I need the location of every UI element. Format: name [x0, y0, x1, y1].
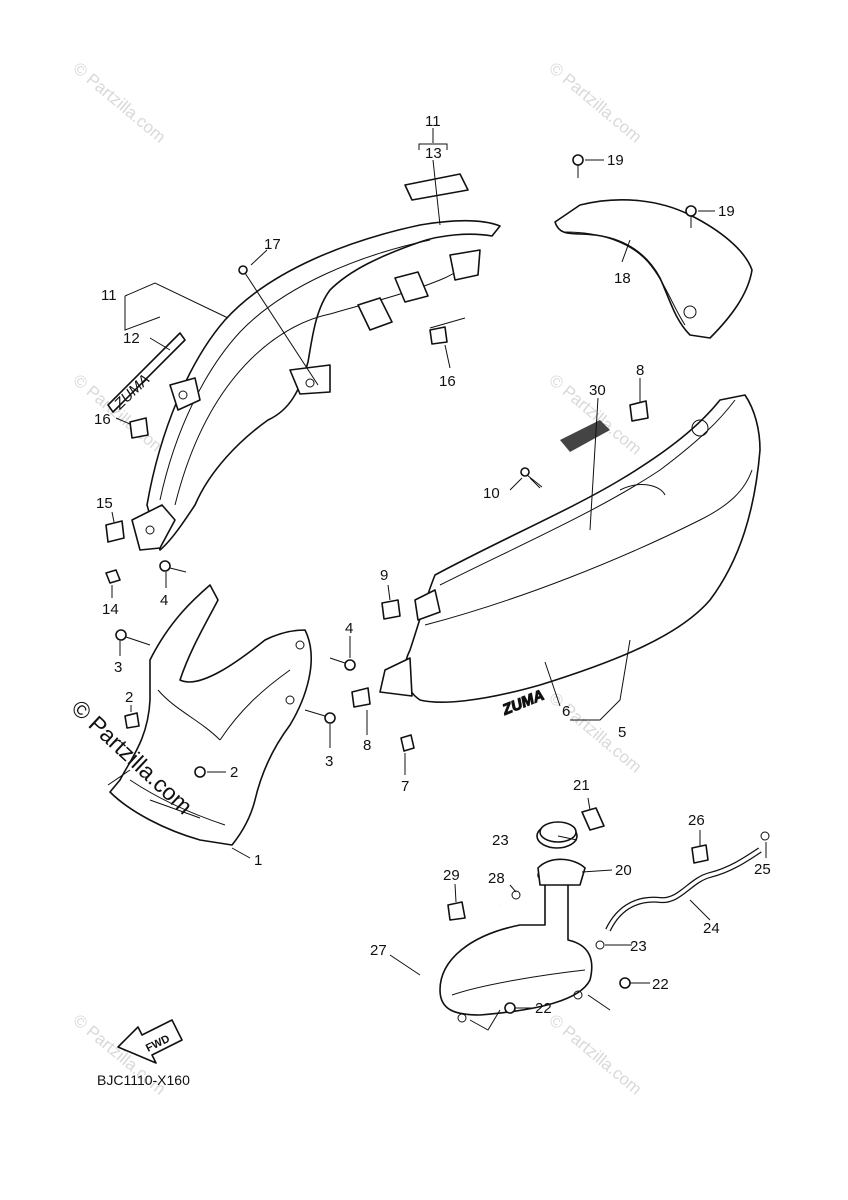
- watermark-top-left: © Partzilla.com: [69, 59, 169, 147]
- callout-25: 25: [754, 861, 771, 878]
- callout-30: 30: [589, 382, 606, 399]
- callout-numbers: 11 13 19 19 17 18 11 12 16 30 8 16 10 15…: [94, 113, 771, 1017]
- callout-29: 29: [443, 867, 460, 884]
- diagram-code: BJC1110-X160: [97, 1072, 190, 1088]
- callout-24: 24: [703, 920, 720, 937]
- callout-11-top: 11: [425, 113, 441, 130]
- callout-3-right: 3: [325, 753, 333, 770]
- callout-3-left: 3: [114, 659, 122, 676]
- part-tank: [439, 823, 593, 1023]
- callout-4-right: 4: [345, 620, 353, 637]
- watermark-low-right: © Partzilla.com: [545, 689, 645, 777]
- callout-20: 20: [615, 862, 632, 879]
- part-12-decal: ZUMA: [107, 332, 186, 414]
- callout-5: 5: [618, 724, 626, 741]
- callout-6: 6: [562, 703, 570, 720]
- callout-13: 13: [425, 145, 442, 162]
- callout-16-right: 16: [439, 373, 456, 390]
- callout-19-right: 19: [718, 203, 735, 220]
- watermark-bottom-right: © Partzilla.com: [545, 1011, 645, 1099]
- callout-19-top: 19: [607, 152, 624, 169]
- decal-left-zuma: ZUMA: [110, 371, 153, 413]
- callout-4-left: 4: [160, 592, 168, 609]
- part-24-hose: [605, 847, 762, 932]
- callout-17: 17: [264, 236, 281, 253]
- hardware-layer: [105, 154, 770, 1014]
- callout-23-top: 23: [492, 832, 509, 849]
- callout-22-lower: 22: [535, 1000, 552, 1017]
- callout-11-left: 11: [101, 287, 117, 304]
- callout-23-lower: 23: [630, 938, 647, 955]
- callout-21: 21: [573, 777, 590, 794]
- callout-12: 12: [123, 330, 140, 347]
- callout-28: 28: [488, 870, 505, 887]
- callout-2-right: 2: [230, 764, 238, 781]
- callout-9: 9: [380, 567, 388, 584]
- callout-22-right: 22: [652, 976, 669, 993]
- leader-lines: [107, 128, 767, 1031]
- callout-2-left: 2: [125, 689, 133, 706]
- part-11-side-cover-left: [131, 219, 501, 551]
- callout-16-left: 16: [94, 411, 111, 428]
- callout-1: 1: [254, 852, 262, 869]
- part-1-lower-cover: [109, 584, 312, 846]
- callout-8-top: 8: [636, 362, 644, 379]
- callout-7: 7: [401, 778, 409, 795]
- part-6-side-cover-right: ZUMA: [379, 394, 761, 720]
- part-27-hose: [339, 903, 502, 1032]
- part-13-sticker: [404, 173, 469, 201]
- callout-14: 14: [102, 601, 119, 618]
- watermark-mid-left: © Partzilla.com: [69, 371, 169, 459]
- callout-26: 26: [688, 812, 705, 829]
- part-18-rear-cover: [554, 199, 753, 339]
- callout-8-lower: 8: [363, 737, 371, 754]
- callout-15: 15: [96, 495, 113, 512]
- part-30-label: [560, 420, 610, 452]
- callout-27: 27: [370, 942, 387, 959]
- watermark-top-right: © Partzilla.com: [545, 59, 645, 147]
- callout-18: 18: [614, 270, 631, 287]
- callout-10: 10: [483, 485, 500, 502]
- fwd-arrow: FWD: [117, 1019, 183, 1064]
